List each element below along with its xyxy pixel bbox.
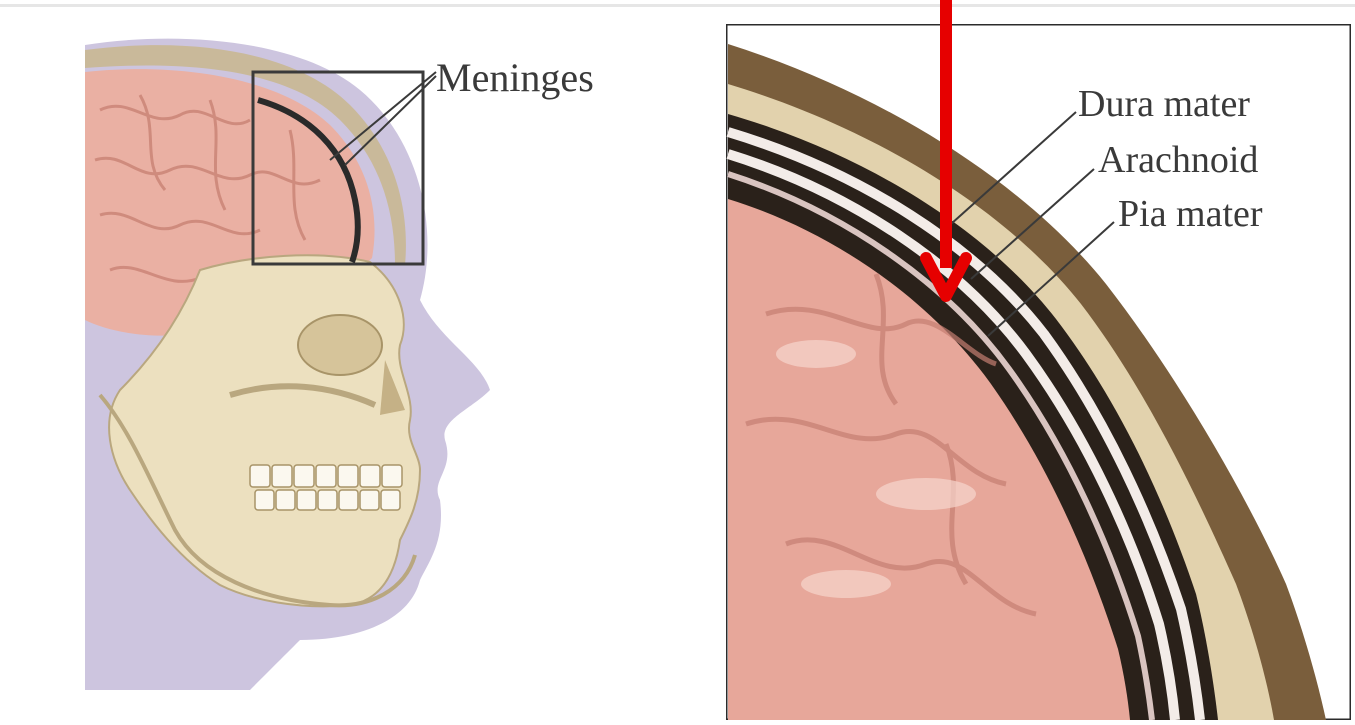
head-skull-illustration xyxy=(0,0,700,725)
arachnoid-label: Arachnoid xyxy=(1098,138,1258,182)
upper-teeth xyxy=(250,465,402,487)
lower-teeth xyxy=(255,490,400,510)
meninges-label: Meninges xyxy=(436,54,594,101)
eye-orbit xyxy=(298,315,382,375)
dura-mater-label: Dura mater xyxy=(1078,82,1250,126)
pia-mater-label: Pia mater xyxy=(1118,192,1263,236)
meninges-cross-section xyxy=(726,24,1351,720)
